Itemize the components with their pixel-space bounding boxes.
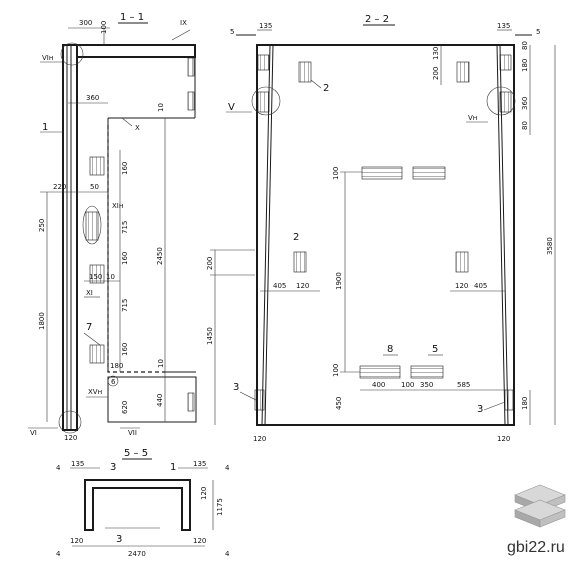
mark-3-55a: 3 [110,462,116,473]
dim-180-r: 180 [521,59,529,72]
section-2-2-title: 2 – 2 [365,14,389,25]
dim-360: 360 [86,94,99,102]
dim-120-55r: 120 [193,537,206,545]
dim-50: 50 [90,183,99,191]
dim-250: 250 [38,219,46,232]
dim-80-top: 80 [521,41,529,50]
dim-135-55l: 135 [71,460,84,468]
dim-360-r: 360 [521,97,529,110]
dim-120-bl: 120 [253,435,266,443]
dim-715-a: 715 [121,221,129,234]
dim-405-right: 405 [474,282,487,290]
mark-xiin: XIн [112,202,123,210]
dim-10-top: 10 [157,103,165,112]
dim-715-b: 715 [121,299,129,312]
dim-2450: 2450 [156,247,164,265]
mark-5: 5 [432,344,438,355]
dim-2470: 2470 [128,550,146,558]
section-5-5: 5 – 5 135 135 3 3 1 4 4 4 4 120 120 2470… [56,448,230,558]
dim-100: 100 [100,21,108,34]
dim-220: 220 [53,183,66,191]
dim-160-b: 160 [121,252,129,265]
mark-4-tr: 4 [225,464,230,472]
dim-1900: 1900 [335,272,343,290]
dim-405-left: 405 [273,282,286,290]
dim-180-a: 180 [110,362,123,370]
mark-vin-top: VIн [42,54,53,62]
dim-135-55r: 135 [193,460,206,468]
mark-xvn: XVн [88,388,102,396]
dim-100-bottom: 100 [401,381,414,389]
mark-vi: VI [30,429,37,437]
dim-200-left: 200 [206,257,214,270]
dim-620: 620 [121,401,129,414]
mark-4-bl: 4 [56,550,61,558]
mark-2-mid: 2 [293,232,299,243]
dim-160-c: 160 [121,343,129,356]
dim-400: 400 [372,381,385,389]
dim-350: 350 [420,381,433,389]
dim-120-l2: 120 [296,282,309,290]
dim-120-a: 120 [64,434,77,442]
dim-10-mid: 10 [106,273,115,281]
dim-200-r: 200 [432,67,440,80]
mark-4-tl: 4 [56,464,61,472]
mark-xi: XI [86,289,93,297]
dim-585: 585 [457,381,470,389]
mark-1-55: 1 [170,462,176,473]
dim-160-a: 160 [121,162,129,175]
mark-3-55b: 3 [116,534,122,545]
mark-6: 6 [111,378,116,386]
mark-5-left: 5 [230,28,234,36]
mark-vn: Vн [468,114,477,122]
dim-80-mid: 80 [521,121,529,130]
dim-450: 450 [335,397,343,410]
section-2-2: 2 – 2 5 5 135 135 2 2 [206,14,556,443]
mark-4-br: 4 [225,550,230,558]
dim-100-low: 100 [332,364,340,377]
dim-10-low: 10 [157,359,165,368]
mark-2-top: 2 [323,83,329,94]
watermark-text: gbi22.ru [507,539,565,556]
mark-ix: IX [180,19,187,27]
mark-v: V [228,102,235,113]
section-5-5-title: 5 – 5 [124,448,148,459]
dim-180-br: 180 [521,397,529,410]
dim-120-r2: 120 [455,282,468,290]
dim-120-55l: 120 [70,537,83,545]
dim-130: 130 [432,47,440,60]
dim-150: 150 [89,273,102,281]
mark-7: 7 [86,322,92,333]
dim-135-right: 135 [497,22,510,30]
mark-5-right: 5 [536,28,540,36]
dim-120-55v: 120 [200,487,208,500]
dim-3580: 3580 [546,237,554,255]
section-1-1-title: 1 – 1 [120,12,144,23]
dim-1175: 1175 [216,498,224,516]
mark-3-left: 3 [233,382,239,393]
dim-120-br: 120 [497,435,510,443]
dim-135-left: 135 [259,22,272,30]
dim-1450: 1450 [206,327,214,345]
dim-1800: 1800 [38,312,46,330]
mark-vii: VII [128,429,137,437]
dim-440: 440 [156,394,164,407]
mark-8: 8 [387,344,393,355]
section-1-1: 1 – 1 300 100 IX [28,12,197,442]
dim-100-top: 100 [332,167,340,180]
dim-300: 300 [79,19,92,27]
stacked-slabs-icon [514,484,566,528]
mark-x: X [135,124,140,132]
watermark-logo: gbi22.ru [507,484,566,556]
mark-3-right: 3 [477,404,483,415]
mark-1: 1 [42,122,48,133]
